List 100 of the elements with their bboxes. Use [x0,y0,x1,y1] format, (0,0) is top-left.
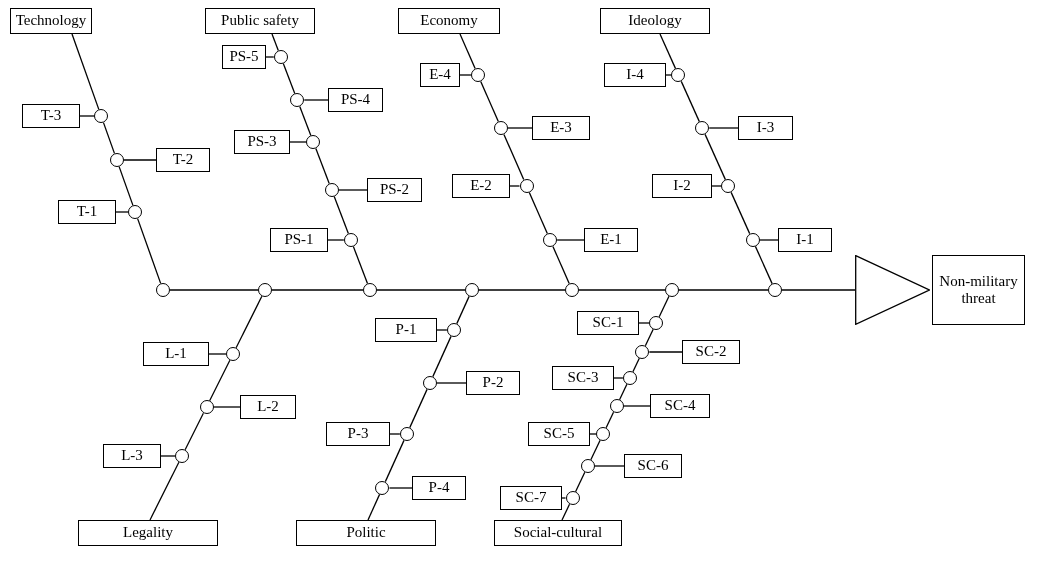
connector-line [507,127,533,129]
junction-circle [399,427,414,441]
connector-line [678,289,769,291]
connector-line [409,388,428,429]
connector-line [389,433,401,435]
junction-circle [375,481,390,495]
cause-box: E-2 [452,174,510,198]
junction-circle [543,233,558,247]
connector-line [528,191,548,235]
cause-box: I-2 [652,174,712,198]
junction-circle [273,50,288,64]
connector-line [618,383,628,401]
category-box: Economy [398,8,500,34]
connector-line [384,439,405,483]
connector-line [388,487,413,489]
connector-line [160,455,176,457]
junction-circle [422,376,437,390]
junction-circle [635,345,650,359]
connector-line [123,159,157,161]
connector-line [208,353,227,355]
connector-line [432,335,452,378]
category-box: Politic [296,520,436,546]
cause-box: E-1 [584,228,638,252]
category-box: Legality [78,520,218,546]
connector-line [632,357,640,373]
connector-line [184,412,204,451]
connector-line [115,211,129,213]
connector-line [578,289,666,291]
connector-line [665,74,673,76]
junction-circle [609,399,624,413]
connector-line [644,328,654,347]
connector-line [333,195,349,235]
connector-line [265,56,275,58]
cause-box: E-3 [532,116,590,140]
junction-circle [343,233,358,247]
cause-box: P-3 [326,422,390,446]
connector-line [235,295,263,349]
cause-box: L-1 [143,342,209,366]
cause-box: SC-4 [650,394,710,418]
junction-circle [695,121,710,135]
connector-line [478,289,566,291]
connector-line [622,405,651,407]
connector-line [708,127,739,129]
category-box: Technology [10,8,92,34]
junction-circle [565,283,579,297]
junction-circle [721,179,736,193]
cause-box: I-1 [778,228,832,252]
connector-line [102,121,116,155]
connector-line [638,322,650,324]
connector-line [589,433,597,435]
junction-circle [768,283,782,297]
junction-circle [363,283,377,297]
junction-circle [226,347,240,361]
connector-line [303,99,329,101]
connector-line [730,191,751,235]
connector-line [289,141,307,143]
connector-line [209,359,231,402]
connector-line [271,33,279,52]
cause-box: PS-5 [222,45,266,69]
cause-box: E-4 [420,63,460,87]
cause-box: SC-5 [528,422,590,446]
connector-line [271,289,364,291]
junction-circle [306,135,321,149]
connector-line [704,133,727,181]
cause-box: PS-4 [328,88,383,112]
effect-box: Non-military threat [932,255,1025,325]
junction-circle [671,68,686,82]
connector-line [561,497,567,499]
cause-box: T-1 [58,200,116,224]
connector-line [338,189,368,191]
connector-line [459,74,472,76]
cause-box: T-3 [22,104,80,128]
fish-head-triangle [855,255,930,325]
connector-line [556,239,585,241]
junction-circle [258,283,272,297]
connector-line [367,493,381,521]
connector-line [79,115,95,117]
junction-circle [596,427,611,441]
connector-line [659,33,677,70]
connector-line [648,351,683,353]
connector-line [680,80,700,123]
junction-circle [565,491,580,505]
connector-line [758,239,779,241]
connector-line [299,105,312,137]
cause-box: SC-6 [624,454,682,478]
junction-circle [665,283,679,297]
connector-line [136,217,162,285]
connector-line [352,245,369,285]
cause-box: PS-2 [367,178,422,202]
junction-circle [199,400,214,414]
connector-line [376,289,466,291]
category-box: Public safety [205,8,315,34]
connector-line [169,289,259,291]
connector-line [561,503,571,521]
junction-circle [156,283,170,297]
cause-box: P-4 [412,476,466,500]
cause-box: L-2 [240,395,296,419]
junction-circle [324,183,339,197]
connector-line [212,406,241,408]
connector-line [590,439,601,461]
